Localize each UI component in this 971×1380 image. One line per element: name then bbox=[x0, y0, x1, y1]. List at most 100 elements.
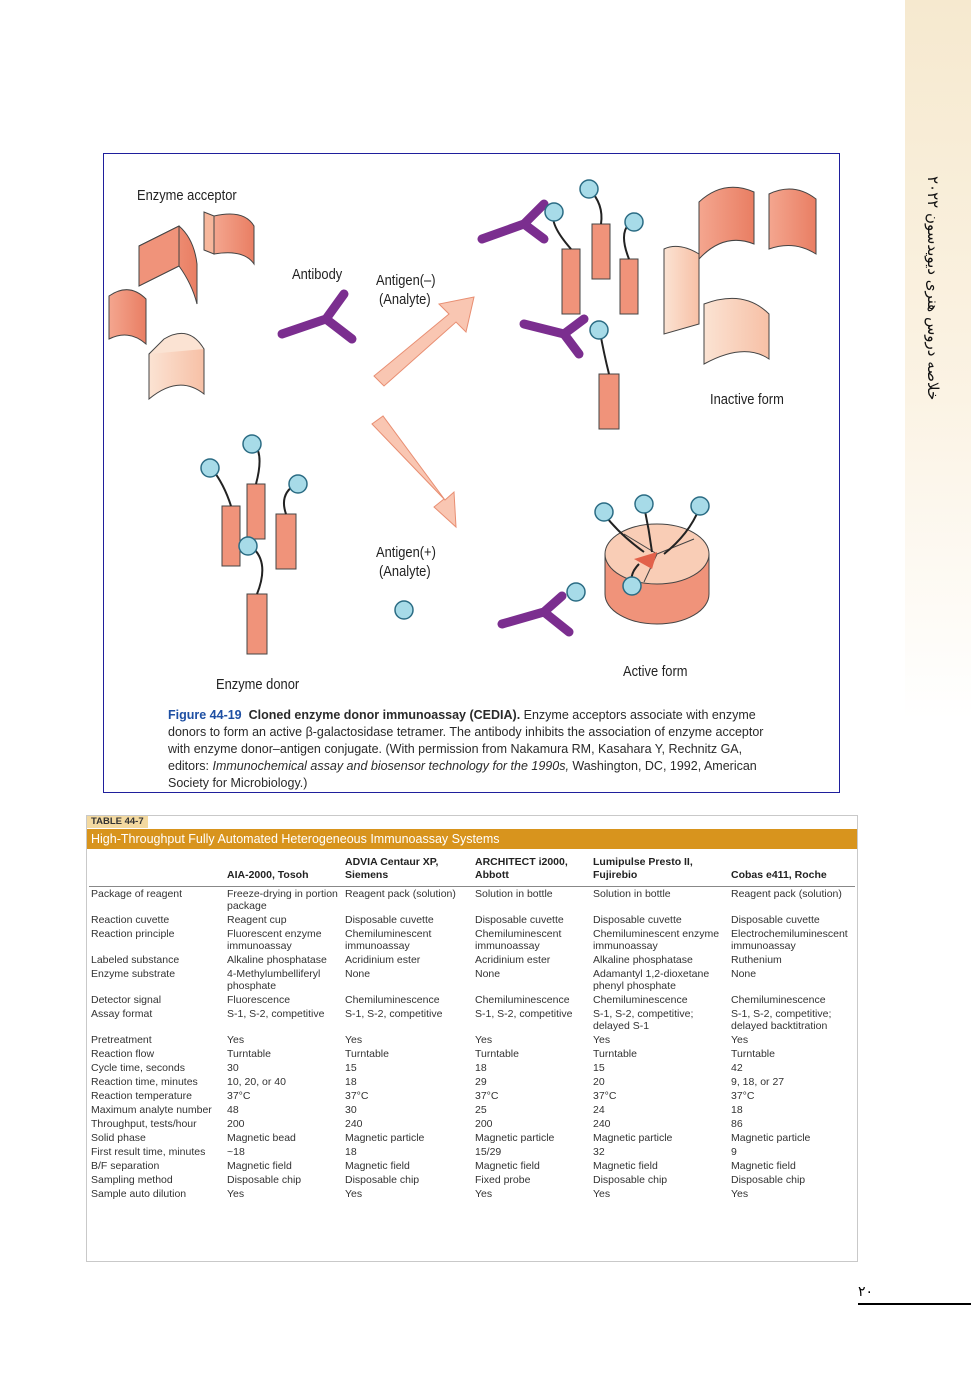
table-cell: None bbox=[731, 968, 757, 980]
table-cell: S-1, S-2, competitive bbox=[227, 1008, 325, 1020]
enzyme-acceptor-block bbox=[138, 225, 198, 305]
table-cell: 18 bbox=[345, 1076, 357, 1088]
table-cell: Reagent pack (solution) bbox=[731, 888, 842, 900]
table-cell: 9 bbox=[731, 1146, 737, 1158]
row-label: Maximum analyte number bbox=[91, 1104, 212, 1116]
table-cell: Chemiluminescence bbox=[345, 994, 440, 1006]
table-cell: Adamantyl 1,2-dioxetane phenyl phosphate bbox=[593, 968, 710, 992]
table-cell: Freeze-drying in portion package bbox=[227, 888, 338, 912]
table-cell: Magnetic particle bbox=[475, 1132, 555, 1144]
caption-text-end: Washington, DC, 1992, American Society f… bbox=[168, 759, 757, 790]
row-label: Solid phase bbox=[91, 1132, 146, 1144]
label-antigen-minus-analyte: (Analyte) bbox=[379, 291, 431, 308]
row-label: Assay format bbox=[91, 1008, 153, 1020]
antigen-icon bbox=[394, 600, 414, 620]
table-cell: Yes bbox=[345, 1188, 363, 1200]
table-cell: Magnetic field bbox=[475, 1160, 540, 1172]
enzyme-donor-group bbox=[200, 434, 308, 655]
row-label: Reaction temperature bbox=[91, 1090, 192, 1102]
enzyme-acceptor-block bbox=[148, 332, 205, 401]
table-cell: Yes bbox=[475, 1188, 493, 1200]
enzyme-acceptor-block bbox=[203, 211, 255, 266]
label-antigen-plus: Antigen(+) bbox=[376, 544, 436, 561]
table-row: B/F separation Magnetic field Magnetic fie… bbox=[89, 1159, 855, 1173]
row-label: Cycle time, seconds bbox=[91, 1062, 185, 1074]
table-cell: Chemiluminescent enzyme immunoassay bbox=[593, 928, 720, 952]
table-cell: Turntable bbox=[475, 1048, 519, 1060]
arrow-to-inactive-icon bbox=[373, 296, 475, 387]
table-cell: Chemiluminescence bbox=[731, 994, 826, 1006]
table-cell: Yes bbox=[227, 1188, 245, 1200]
table-cell: ~18 bbox=[227, 1146, 245, 1158]
table-cell: 240 bbox=[593, 1118, 611, 1130]
table-cell: Disposable cuvette bbox=[593, 914, 682, 926]
table-cell: Magnetic field bbox=[345, 1160, 410, 1172]
figure-number: Figure 44-19 bbox=[168, 708, 242, 722]
table-cell: 15 bbox=[593, 1062, 605, 1074]
table-cell: Yes bbox=[227, 1034, 245, 1046]
table-cell: Turntable bbox=[345, 1048, 389, 1060]
side-header-text: خلاصه دروس هنری دیویدسون ۲۰۲۲ bbox=[924, 175, 942, 400]
table-cell: Turntable bbox=[731, 1048, 775, 1060]
row-label: First result time, minutes bbox=[91, 1146, 206, 1158]
table-cell: Yes bbox=[593, 1188, 611, 1200]
table-cell: Magnetic particle bbox=[731, 1132, 811, 1144]
column-header: AIA-2000, Tosoh bbox=[225, 852, 343, 887]
table-cell: Yes bbox=[345, 1034, 363, 1046]
table-cell: Yes bbox=[731, 1188, 749, 1200]
table-cell: Disposable cuvette bbox=[731, 914, 820, 926]
table-cell: Chemiluminescent immunoassay bbox=[475, 928, 562, 952]
table-cell: Fluorescence bbox=[227, 994, 291, 1006]
table-cell: Yes bbox=[475, 1034, 493, 1046]
table-cell: 37°C bbox=[345, 1090, 369, 1102]
page-rule bbox=[858, 1303, 971, 1305]
table-cell: Magnetic field bbox=[731, 1160, 796, 1172]
table-row: Sample auto dilution Yes Yes Yes Yes Yes bbox=[89, 1187, 855, 1201]
table-cell: 15/29 bbox=[475, 1146, 502, 1158]
table-cell: 29 bbox=[475, 1076, 487, 1088]
table-panel: TABLE 44-7 High-Throughput Fully Automat… bbox=[86, 815, 858, 1262]
row-label: Reaction time, minutes bbox=[91, 1076, 198, 1088]
table-cell: Alkaline phosphatase bbox=[593, 954, 693, 966]
table-cell: Disposable chip bbox=[345, 1174, 420, 1186]
table-cell: Ruthenium bbox=[731, 954, 782, 966]
label-antigen-minus: Antigen(–) bbox=[376, 272, 436, 289]
inactive-acceptor-blocks bbox=[663, 186, 817, 365]
row-label: Sample auto dilution bbox=[91, 1188, 187, 1200]
active-form-tetramer bbox=[594, 494, 710, 625]
row-label: Reaction cuvette bbox=[91, 914, 170, 926]
table-cell: 200 bbox=[475, 1118, 493, 1130]
row-label: B/F separation bbox=[91, 1160, 160, 1172]
table-cell: None bbox=[345, 968, 371, 980]
table-cell: 10, 20, or 40 bbox=[227, 1076, 286, 1088]
table-cell: 18 bbox=[345, 1146, 357, 1158]
column-header: Lumipulse Presto II, Fujirebio bbox=[591, 852, 729, 887]
row-label: Throughput, tests/hour bbox=[91, 1118, 197, 1130]
table-cell: Fixed probe bbox=[475, 1174, 531, 1186]
decorative-side-band bbox=[905, 0, 971, 720]
table-cell: 30 bbox=[345, 1104, 357, 1116]
table-cell: 18 bbox=[475, 1062, 487, 1074]
table-cell: 18 bbox=[731, 1104, 743, 1116]
table-cell: Reagent cup bbox=[227, 914, 287, 926]
table-cell: 37°C bbox=[731, 1090, 755, 1102]
label-enzyme-donor: Enzyme donor bbox=[216, 676, 300, 693]
label-enzyme-acceptor: Enzyme acceptor bbox=[137, 187, 237, 204]
table-cell: 24 bbox=[593, 1104, 605, 1116]
table-cell: Magnetic bead bbox=[227, 1132, 296, 1144]
table-title: High-Throughput Fully Automated Heteroge… bbox=[87, 829, 857, 849]
table-cell: Solution in bottle bbox=[475, 888, 553, 900]
table-cell: Solution in bottle bbox=[593, 888, 671, 900]
label-antigen-plus-analyte: (Analyte) bbox=[379, 563, 431, 580]
caption-book-title: Immunochemical assay and biosensor techn… bbox=[212, 759, 569, 773]
label-antibody: Antibody bbox=[292, 266, 343, 283]
table-cell: Acridinium ester bbox=[475, 954, 551, 966]
